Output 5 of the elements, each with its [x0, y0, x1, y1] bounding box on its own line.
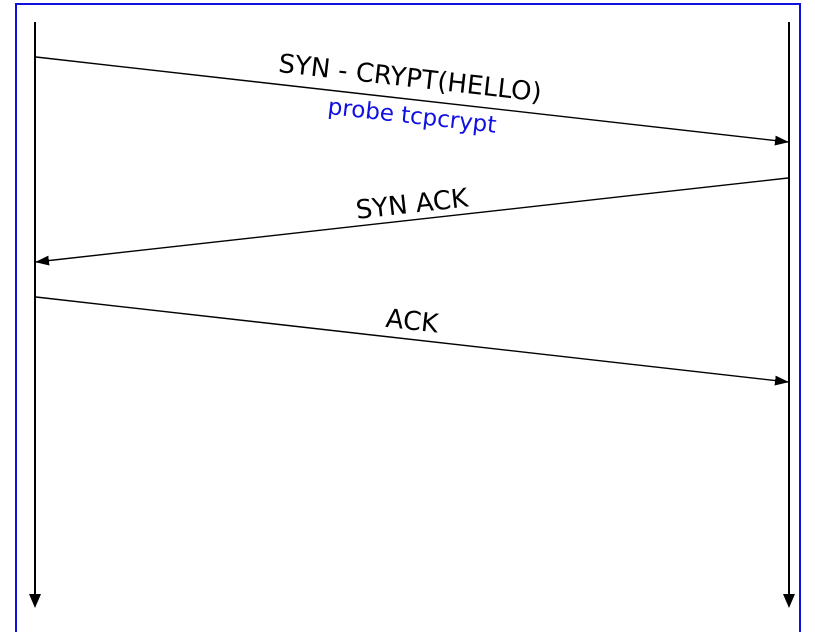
edge-label: ACK	[384, 304, 440, 340]
message-arrow	[36, 296, 789, 386]
edge-label: SYN ACK	[354, 184, 470, 226]
message-arrow	[35, 177, 788, 266]
message-arrow	[36, 56, 789, 146]
